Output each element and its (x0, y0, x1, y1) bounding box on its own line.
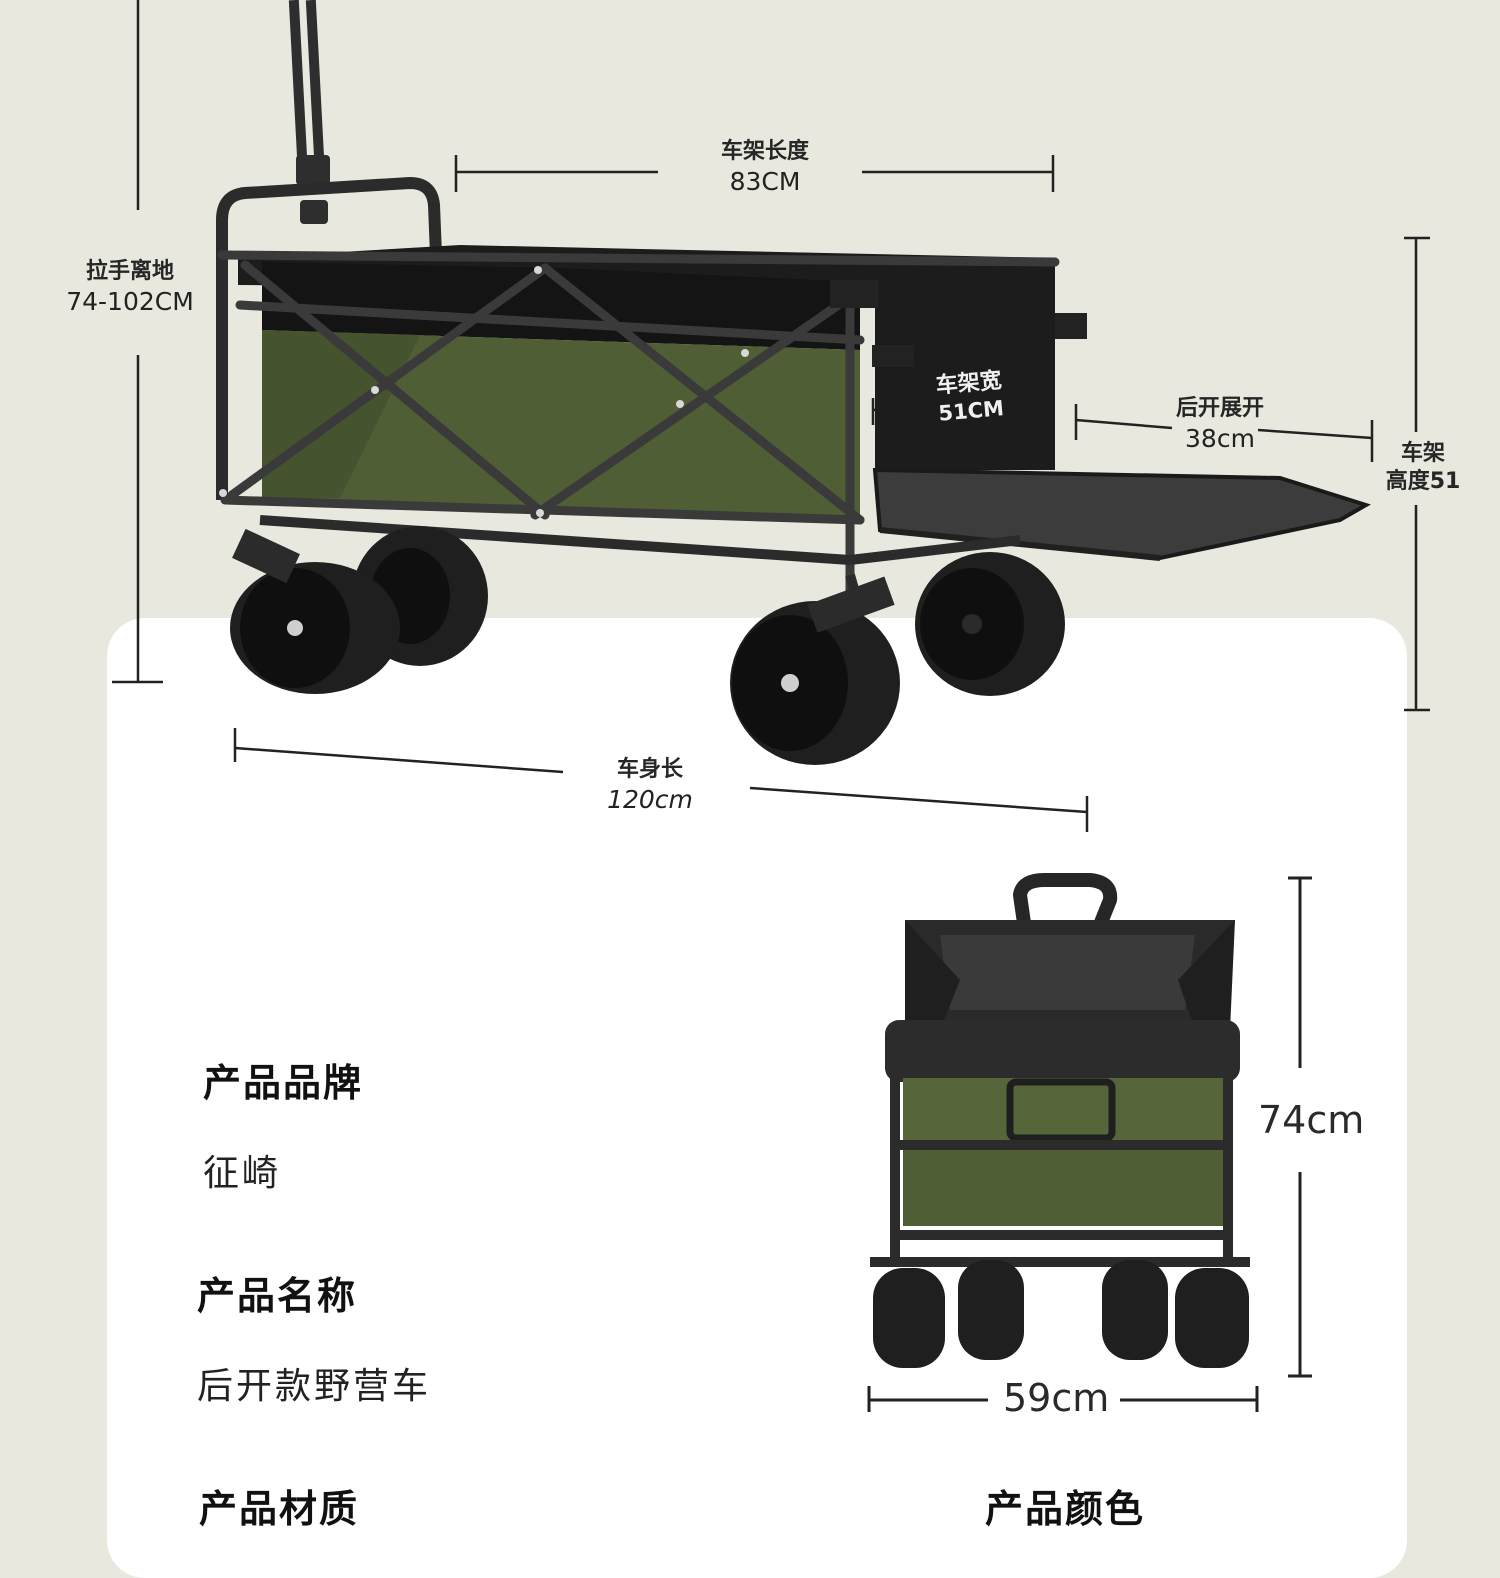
frame-height-dimension: 车架 高度51 (1373, 440, 1473, 495)
wagon-side-view-image (112, 0, 1430, 832)
tailgate-open-dimension: 后开展开 38cm (1150, 395, 1290, 454)
frame-width-dimension: 车架宽 51CM (913, 365, 1027, 428)
product-name-value: 后开款野营车 (197, 1366, 432, 1407)
tailgate-open-label: 后开展开 (1175, 396, 1264, 421)
brand-value: 征崎 (203, 1153, 282, 1194)
x-frame (217, 250, 1060, 605)
body-length-label: 车身长 (616, 757, 683, 782)
handle-height-value: 74-102CM (66, 286, 194, 316)
frame-height-label-line1: 车架 (1400, 441, 1445, 466)
wagon-wheels (230, 526, 1065, 765)
wagon-handle (288, 0, 330, 224)
handle-height-dimension: 拉手离地 74-102CM (40, 258, 220, 317)
front-height-value: 74cm (1258, 1098, 1365, 1142)
front-width-value: 59cm (1003, 1376, 1110, 1420)
body-length-dimension: 车身长 120cm (570, 756, 730, 815)
frame-height-label-line2: 高度51 (1385, 468, 1461, 494)
front-dimension-lines (867, 876, 1312, 1412)
frame-length-label: 车架长度 (720, 139, 809, 164)
wagon-front-view-image (867, 873, 1312, 1412)
material-heading: 产品材质 (199, 1487, 360, 1531)
frame-length-value: 83CM (729, 166, 801, 196)
product-name-heading: 产品名称 (197, 1274, 358, 1318)
frame-length-dimension: 车架长度 83CM (680, 138, 850, 197)
front-wheels (873, 1260, 1249, 1368)
body-length-value: 120cm (607, 784, 693, 814)
tailgate-open-value: 38cm (1185, 423, 1255, 453)
color-heading: 产品颜色 (985, 1487, 1146, 1531)
handle-height-label: 拉手离地 (85, 259, 174, 284)
product-detail-page: 拉手离地 74-102CM 车架长度 83CM 车架宽 51CM 后开展开 38… (40, 0, 1473, 1578)
brand-heading: 产品品牌 (203, 1061, 364, 1105)
